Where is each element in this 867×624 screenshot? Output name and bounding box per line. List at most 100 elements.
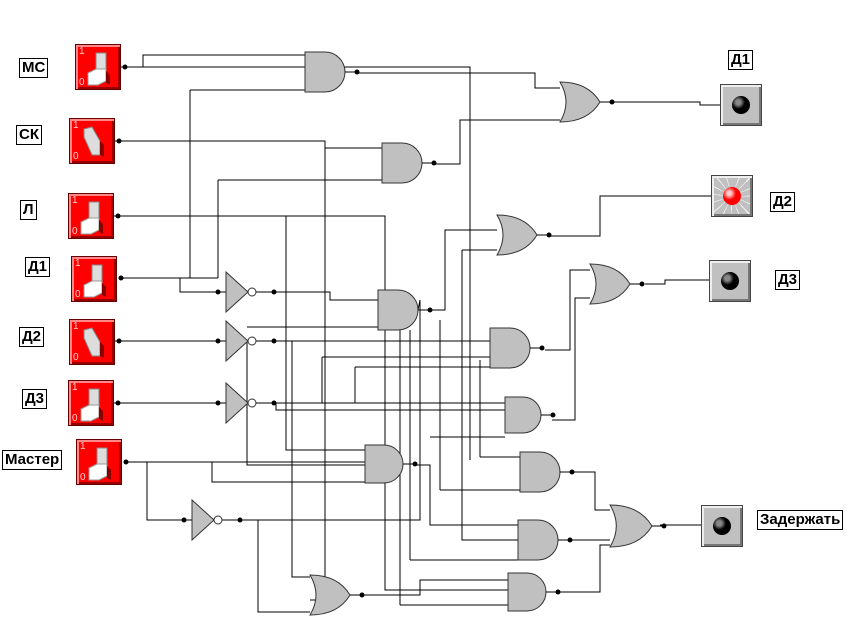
junction-dot [115,213,121,219]
not-gate [225,381,249,425]
switch-on-label: 1 [72,195,78,206]
switch-off-label: 0 [75,289,81,300]
toggle-handle-icon [83,264,106,298]
junction-dot [116,338,122,344]
lamp-hold [701,505,743,547]
switch-on-label: 1 [72,382,78,393]
wire [115,140,382,149]
wire [275,403,505,411]
and-gate [381,142,423,184]
switch-off-label: 0 [72,413,78,424]
and-gate [377,289,419,331]
junction-dot [123,459,129,465]
junction-dot [122,64,128,70]
or-gate [589,263,631,305]
inverter-bubble [247,287,257,297]
or-gate [309,574,351,616]
wire [645,279,709,285]
wire [257,520,310,613]
wire [310,141,326,601]
junction-dot [181,517,187,523]
switch-on-label: 1 [73,321,79,332]
wire [362,579,508,596]
lamp-label-d3: Д3 [775,270,801,290]
switch-on-label: 1 [73,120,79,131]
toggle-handle-icon [88,447,111,481]
not-gate [225,319,249,363]
wire [384,300,508,591]
switch-off-label: 0 [79,77,85,88]
inverter-bubble [213,515,223,525]
and-gate [489,327,531,369]
switch-label-sk: СК [16,125,42,145]
and-gate [364,444,404,484]
wire [146,462,192,521]
wire [121,54,305,68]
junction-dot [115,400,121,406]
wire [143,66,471,460]
bulb-icon [721,272,739,290]
toggle-handle-icon [87,52,110,86]
lamp-label-d2: Д2 [770,192,796,212]
toggle-handle-icon [80,388,103,422]
wire [211,462,365,483]
or-gate [496,214,538,256]
bulb-icon [713,517,731,535]
inverter-bubble [247,336,257,346]
or-gate [609,504,653,548]
inverter-bubble [247,398,257,408]
bulb-icon [732,96,750,114]
not-gate [191,498,215,542]
junction-dot [271,400,277,406]
wire [547,195,711,237]
switch-on-label: 1 [80,441,86,452]
junction-dot [271,289,277,295]
or-gate [559,81,601,123]
wire [222,299,421,521]
switch-off-label: 0 [80,472,86,483]
wire [552,297,590,421]
wire [285,216,365,451]
wire [256,291,378,301]
lamp-label-hold: Задержать [757,510,844,530]
lamp-d1 [720,84,762,126]
wire [612,101,720,106]
switch-label-d3: Д3 [22,389,48,409]
switch-label-d1: Д1 [25,257,51,277]
toggle-handle-icon [83,126,104,157]
wire [114,215,386,300]
wire [247,320,379,328]
lamp-label-d1: Д1 [728,50,754,70]
wire [432,119,560,165]
junction-dot [237,517,243,523]
wire [545,269,590,351]
toggle-handle-icon [80,201,103,235]
switch-label-master: Мастер [2,450,63,470]
wire [432,229,497,311]
wire [415,464,518,526]
switch-label-d2: Д2 [19,327,45,347]
and-gate [517,519,559,561]
switch-label-l: Л [20,200,37,220]
junction-dot [118,275,124,281]
switch-off-label: 0 [73,352,79,363]
junction-dot [215,338,221,344]
switch-off-label: 0 [73,151,79,162]
wire [558,544,610,593]
switch-on-label: 1 [75,258,81,269]
wire [355,72,560,89]
wire [461,250,518,541]
switch-label-mc: МС [19,58,49,78]
and-gate [507,572,547,612]
wire [179,278,226,293]
bulb-icon [723,187,741,205]
junction-dot [271,338,277,344]
